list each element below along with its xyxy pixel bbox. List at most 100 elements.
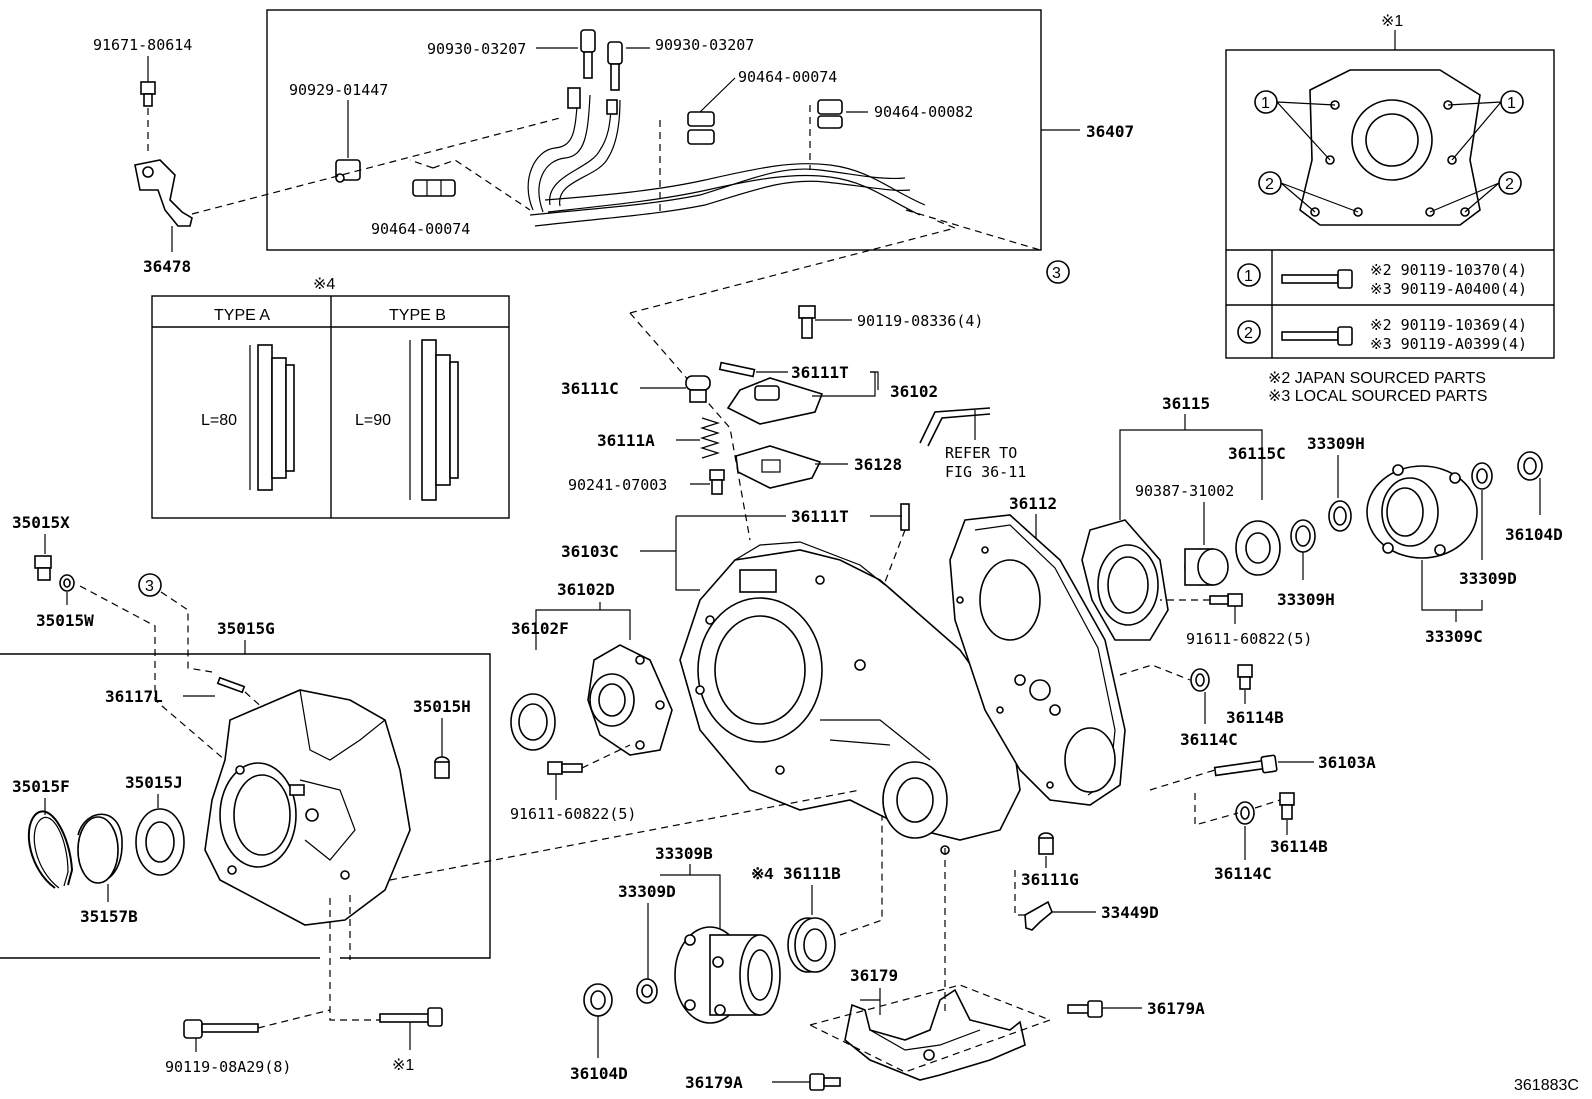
seal-36102F (510, 693, 556, 751)
svg-text:2: 2 (1244, 325, 1253, 342)
pin-36111G (1038, 832, 1054, 855)
label-36114B-bottom: 36114B (1270, 837, 1328, 856)
label-36115C: 36115C (1228, 444, 1286, 463)
label-33309H-top: 33309H (1307, 434, 1365, 453)
label-36114C-top: 36114C (1180, 730, 1238, 749)
label-36111G: 36111G (1021, 870, 1079, 889)
bolt-36114B-bottom (1279, 792, 1295, 820)
bolt-36114B-top (1237, 664, 1253, 690)
inset-box (1225, 49, 1555, 359)
type-a-length: L=80 (201, 412, 237, 429)
svg-text:3: 3 (145, 578, 154, 595)
inset-row1-local: ※3 90119-A0400(4) (1370, 280, 1527, 298)
footnote-japan: ※2 JAPAN SOURCED PARTS (1268, 370, 1486, 387)
callout-3-top (1046, 260, 1070, 284)
bolt-90119-08A29 (183, 1019, 259, 1039)
label-90464-00082: 90464-00082 (874, 103, 973, 121)
label-33309C: 33309C (1425, 627, 1483, 646)
clip-33449D (1024, 900, 1053, 931)
label-36103C: 36103C (561, 542, 619, 561)
adapter-box-35015G (0, 653, 491, 959)
bolt-91671 (140, 81, 156, 107)
label-90930-03207-left: 90930-03207 (427, 40, 526, 58)
callout-3-left (138, 573, 162, 597)
label-36102D: 36102D (557, 580, 615, 599)
seal-36111B (787, 917, 836, 973)
bolt-inset-2 (1281, 326, 1353, 346)
oil-tubes (527, 87, 926, 227)
label-35015F: 35015F (12, 777, 70, 796)
cover-35157B (77, 813, 123, 884)
pin-35015H (434, 756, 450, 779)
label-36111C: 36111C (561, 379, 619, 398)
label-36103A: 36103A (1318, 753, 1376, 772)
label-90241-07003: 90241-07003 (568, 476, 667, 494)
collar-90387 (1184, 548, 1229, 586)
seal-33309H-a (1290, 519, 1316, 553)
seal-33309H-b (1328, 500, 1352, 532)
label-35015G: 35015G (217, 619, 275, 638)
label-36117L: 36117L (105, 687, 163, 706)
label-36128: 36128 (854, 455, 902, 474)
type-a-header: TYPE A (214, 307, 270, 324)
bearing-retainer-36115 (1081, 519, 1169, 641)
svg-text:2: 2 (1505, 176, 1514, 193)
label-90930-03207-right: 90930-03207 (655, 36, 754, 54)
svg-text:2: 2 (1265, 176, 1274, 193)
seal-type-a (249, 344, 295, 491)
gasket-36128 (735, 445, 822, 489)
label-36111T-mid: 36111T (791, 507, 849, 526)
label-36179: 36179 (850, 966, 898, 985)
label-35015J: 35015J (125, 773, 183, 792)
seal-type-b (409, 339, 459, 501)
plug-35015X (34, 555, 52, 581)
gasket-35015W (59, 574, 75, 592)
bolt-90241-07003 (709, 469, 725, 495)
washer-33309D-bottom (636, 978, 658, 1004)
flange-33309B (674, 926, 781, 1024)
pin-36111T-mid (900, 503, 910, 531)
svg-text:1: 1 (1244, 268, 1253, 285)
svg-text:1: 1 (1261, 95, 1270, 112)
bearing-36115C (1235, 520, 1281, 576)
label-36111T-top: 36111T (791, 363, 849, 382)
bolt-91611-60822-right (1209, 593, 1243, 607)
label-35015H: 35015H (413, 697, 471, 716)
clamp-90464-upper (687, 111, 715, 145)
clamp-90464-00082 (817, 99, 843, 129)
label-90464-00074-lower: 90464-00074 (371, 220, 470, 238)
label-36179A-right: 36179A (1147, 999, 1205, 1018)
label-36102: 36102 (890, 382, 938, 401)
label-36112: 36112 (1009, 494, 1057, 513)
nut-36104D-right (1517, 451, 1543, 481)
washer-36114C-bottom (1235, 801, 1255, 825)
nut-36104D-bottom (583, 983, 613, 1017)
bolt-36179A-bottom (809, 1073, 841, 1091)
bolt-ref-1-bottom (379, 1007, 443, 1027)
label-35015X: 35015X (12, 513, 70, 532)
label-36104D-right: 36104D (1505, 525, 1563, 544)
label-36111A: 36111A (597, 431, 655, 450)
washer-36114C-top (1190, 668, 1210, 692)
bolt-91611-60822-left (547, 761, 583, 775)
flange-33309C (1366, 464, 1478, 559)
bolt-36103A (1213, 754, 1278, 777)
inset-row2-japan: ※2 90119-10369(4) (1370, 316, 1527, 334)
label-33309D-bottom: 33309D (618, 882, 676, 901)
tube-assembly-box (266, 9, 1042, 251)
label-90119-08A29: 90119-08A29(8) (165, 1058, 291, 1076)
label-90929-01447: 90929-01447 (289, 81, 388, 99)
plug-36111C (685, 375, 711, 403)
label-36407: 36407 (1086, 122, 1134, 141)
pin-36117L (216, 676, 246, 694)
label-33309B: 33309B (655, 844, 713, 863)
type-table-note: ※4 (313, 276, 335, 293)
case-36112 (949, 514, 1126, 806)
label-91611-60822-right: 91611-60822(5) (1186, 630, 1312, 648)
label-33309D-right: 33309D (1459, 569, 1517, 588)
label-91671-80614: 91671-80614 (93, 36, 192, 54)
svg-text:1: 1 (1507, 95, 1516, 112)
snap-ring-35015F (27, 810, 74, 889)
type-b-length: L=90 (355, 412, 391, 429)
bracket-36478 (134, 159, 193, 227)
